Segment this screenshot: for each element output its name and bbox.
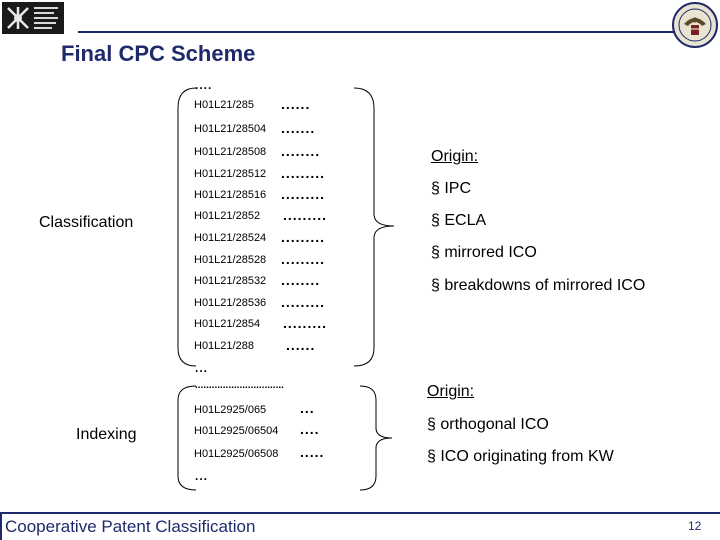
leader-dots: ......... bbox=[283, 207, 328, 223]
leader-dots: ......... bbox=[283, 315, 328, 331]
leader-dots: ..... bbox=[300, 444, 325, 460]
classification-top-ellipsis: .... bbox=[195, 78, 213, 92]
origin-item: § IPC bbox=[431, 180, 472, 197]
leader-dots: ......... bbox=[281, 229, 326, 245]
origin-item: § ECLA bbox=[431, 212, 487, 229]
leader-dots: ........ bbox=[281, 272, 321, 288]
leader-dots: ... bbox=[300, 400, 315, 416]
classification-label: Classification bbox=[39, 214, 134, 231]
indexing-code: H01L2925/06504 bbox=[194, 425, 279, 437]
origin-item: § ICO originating from KW bbox=[427, 448, 614, 465]
classification-code: H01L21/285 bbox=[194, 99, 254, 111]
page-number: 12 bbox=[688, 519, 702, 533]
page-title: Final CPC Scheme bbox=[61, 41, 256, 66]
indexing-code: H01L2925/06508 bbox=[194, 448, 279, 460]
left-bracket-icon bbox=[177, 385, 197, 491]
origin-item: § breakdowns of mirrored ICO bbox=[431, 277, 646, 294]
indexing-origin-title: Origin: bbox=[427, 383, 475, 400]
classification-code: H01L21/28536 bbox=[194, 297, 267, 309]
leader-dots: ......... bbox=[281, 165, 326, 181]
classification-code: H01L21/288 bbox=[194, 340, 254, 352]
right-brace-icon bbox=[359, 385, 393, 491]
left-bracket-icon bbox=[177, 87, 197, 367]
right-brace-icon bbox=[353, 87, 395, 367]
classification-code: H01L21/28532 bbox=[194, 275, 267, 287]
indexing-bottom-ellipsis: ... bbox=[195, 469, 209, 483]
footer-text: Cooperative Patent Classification bbox=[5, 517, 256, 536]
classification-code: H01L21/28504 bbox=[194, 123, 267, 135]
indexing-label: Indexing bbox=[76, 426, 137, 443]
classification-code: H01L21/2852 bbox=[194, 210, 261, 222]
classification-code: H01L21/28512 bbox=[194, 168, 267, 180]
leader-dots: ...... bbox=[286, 337, 316, 353]
origin-item: § mirrored ICO bbox=[431, 244, 537, 261]
classification-origin-title: Origin: bbox=[431, 148, 479, 165]
classification-code: H01L21/28528 bbox=[194, 254, 267, 266]
footer-bar bbox=[0, 512, 720, 540]
classification-code: H01L21/28524 bbox=[194, 232, 267, 244]
classification-bottom-ellipsis: ... bbox=[195, 361, 209, 375]
leader-dots: ......... bbox=[281, 294, 326, 310]
origin-item: § orthogonal ICO bbox=[427, 416, 549, 433]
leader-dots: ...... bbox=[281, 96, 311, 112]
indexing-code: H01L2925/065 bbox=[194, 404, 267, 416]
leader-dots: .... bbox=[300, 421, 320, 437]
leader-dots: ........ bbox=[281, 143, 321, 159]
classification-code: H01L21/2854 bbox=[194, 318, 261, 330]
header-rule bbox=[78, 31, 674, 33]
leader-dots: ......... bbox=[281, 251, 326, 267]
indexing-separator: ................................ bbox=[195, 380, 284, 391]
leader-dots: ....... bbox=[281, 120, 316, 136]
uspto-seal-icon bbox=[672, 2, 718, 48]
classification-code: H01L21/28516 bbox=[194, 189, 267, 201]
footer-rule bbox=[520, 512, 720, 514]
leader-dots: ......... bbox=[281, 186, 326, 202]
classification-code: H01L21/28508 bbox=[194, 146, 267, 158]
epo-logo-icon bbox=[2, 2, 64, 34]
